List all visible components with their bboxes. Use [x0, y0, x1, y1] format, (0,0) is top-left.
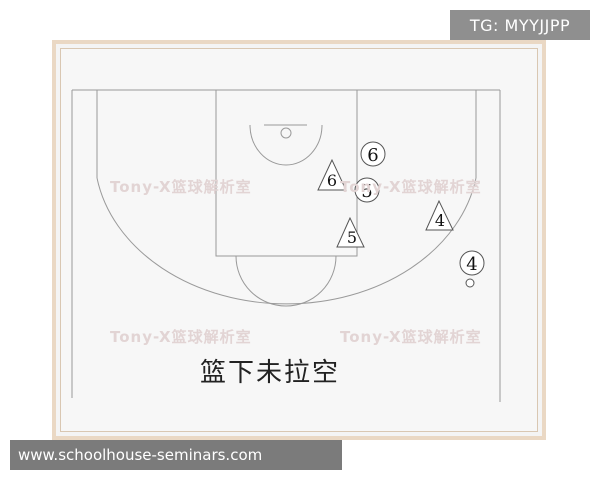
court-watermark-2: Tony-X篮球解析室	[340, 178, 482, 196]
court-watermark-4: Tony-X篮球解析室	[340, 328, 482, 346]
offense-player-6	[360, 141, 386, 167]
defender-6	[317, 158, 347, 191]
free-throw-circle	[235, 255, 337, 307]
court-watermark-1: Tony-X篮球解析室	[110, 178, 252, 196]
defender-label-5: 5	[347, 228, 357, 247]
offense-label-4: 4	[466, 254, 477, 275]
offense-label-6: 6	[367, 145, 378, 166]
offense-player-5	[354, 177, 380, 203]
site-watermark: www.schoolhouse-seminars.com	[10, 440, 342, 470]
rim	[280, 127, 292, 139]
diagram-caption: 篮下未拉空	[199, 358, 340, 388]
defender-label-6: 6	[327, 171, 337, 190]
ball-marker	[465, 278, 475, 288]
diagram-frame	[52, 40, 546, 440]
tag-label: TG: MYYJJPP	[450, 10, 590, 40]
offense-player-4	[459, 250, 485, 276]
defense-players	[317, 158, 454, 248]
defender-4	[425, 199, 454, 231]
defender-5	[336, 216, 365, 248]
paint-lane	[215, 89, 358, 257]
three-point-arc	[96, 177, 477, 305]
defender-label-4: 4	[435, 211, 445, 230]
court-watermark-3: Tony-X篮球解析室	[110, 328, 252, 346]
offense-label-5: 5	[361, 181, 372, 202]
offense-players	[354, 141, 485, 288]
restricted-arc	[249, 124, 323, 166]
diagram-panel	[60, 48, 538, 432]
